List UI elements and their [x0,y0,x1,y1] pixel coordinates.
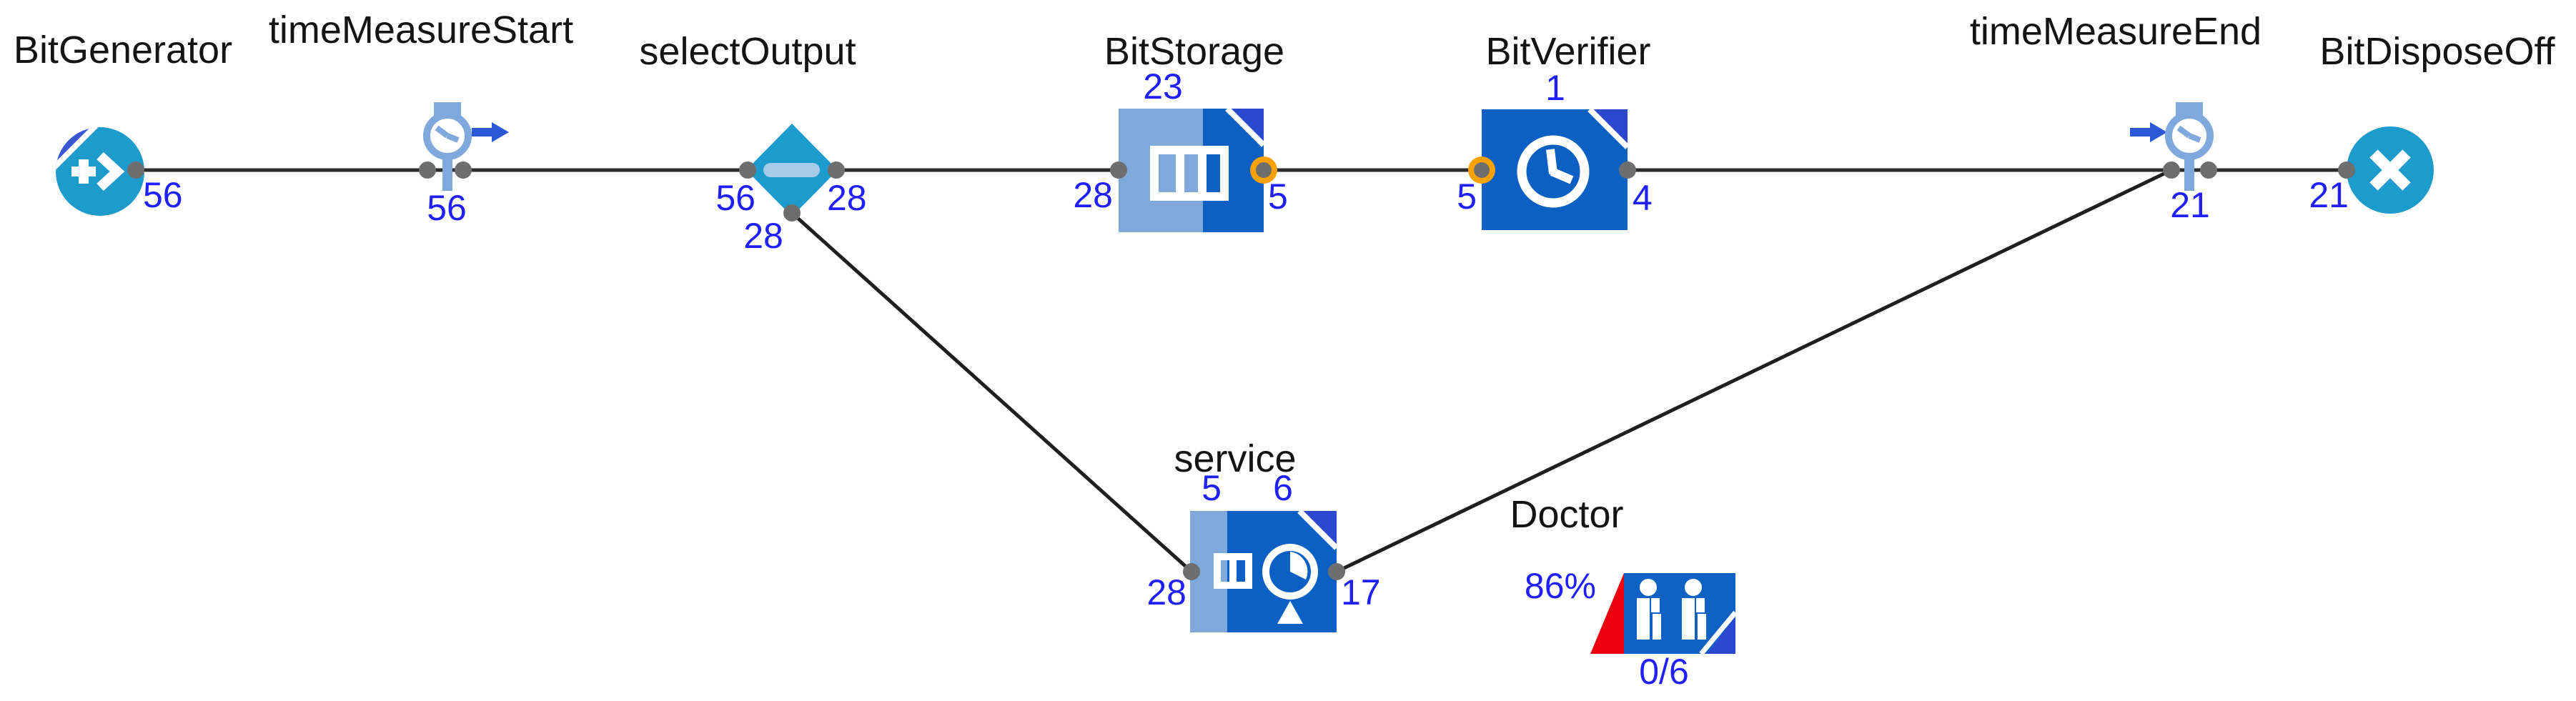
label-bitgenerator: BitGenerator [13,29,233,71]
clock-face [1517,135,1590,208]
count-service-in: 28 [1146,572,1187,612]
label-selectoutput: selectOutput [639,30,856,73]
queue-glyph [1150,146,1229,201]
count-timemeasureend: 21 [2170,185,2210,225]
connector-selectoutput-service [791,212,1193,573]
stopwatch-arrow-out-icon [423,102,509,191]
block-service[interactable] [1190,511,1337,632]
label-bitdisposeoff: BitDisposeOff [2319,30,2555,73]
label-timemeasurestart: timeMeasureStart [268,9,574,51]
person-icon [1682,579,1706,640]
connector-service-timemeasureend [1335,168,2173,574]
corner-divider [1297,511,1337,550]
stopwatch-button [2176,102,2203,116]
block-bitstorage[interactable] [1119,109,1264,232]
count-bitverifier-inside: 1 [1545,68,1565,108]
count-service-inside: 6 [1273,468,1293,508]
corner-badge [1707,617,1735,654]
label-doctor: Doctor [1510,493,1624,536]
service-clock-face [1262,544,1318,600]
arrow-right-icon [96,151,125,192]
delay-clock-icon [1482,109,1628,230]
count-service-out: 17 [1341,572,1381,612]
sink-x-icon [2347,126,2434,214]
count-timemeasurestart: 56 [427,188,467,228]
utilization-wedge [1590,573,1624,654]
label-bitverifier: BitVerifier [1485,30,1651,73]
count-selectoutput-out-right: 28 [827,178,867,218]
count-bitdisposeoff-in: 21 [2309,175,2349,215]
count-bitverifier-in: 5 [1457,177,1477,217]
block-bitgenerator[interactable] [56,127,144,216]
stopwatch-arrow-in-icon [2130,102,2214,191]
count-bitstorage-queued: 23 [1143,66,1183,106]
block-timemeasurestart[interactable] [400,93,515,200]
service-queue-clock-icon [1190,511,1337,632]
stat-doctor-utilization: 86% [1524,566,1596,606]
stat-doctor-busy-of-total: 0/6 [1639,652,1689,692]
source-circle [56,127,144,216]
count-selectoutput-out-bottom: 28 [743,216,783,256]
resource-pool-people-icon [1590,573,1735,654]
block-timemeasureend[interactable] [2109,93,2223,200]
block-selectoutput[interactable] [746,124,838,217]
count-selectoutput-in: 56 [715,178,756,218]
diamond-bar [763,163,820,177]
count-bitverifier-out: 4 [1633,178,1653,218]
stopwatch-hand [435,125,450,139]
flow-arrowhead [2150,122,2167,142]
stopwatch-button [434,102,461,116]
stopwatch-hand [2176,125,2191,139]
queue-storage-icon [1119,109,1264,232]
badge-divider [56,127,99,171]
service-clock-hands [1290,552,1308,580]
queue-fill-light [1119,109,1203,232]
count-bitstorage-in: 28 [1073,175,1113,215]
stopwatch-hand [2188,133,2201,143]
corner-divider [1699,610,1735,654]
corner-divider [1587,109,1628,149]
block-doctor[interactable] [1588,570,1735,654]
label-timemeasureend: timeMeasureEnd [1969,10,2262,53]
clock-hand [1550,167,1574,184]
block-bitverifier[interactable] [1482,109,1628,230]
service-clock-stand [1277,601,1303,624]
count-bitgenerator-out: 56 [143,175,183,215]
diamond-select-icon [746,124,838,217]
count-bitstorage-out: 5 [1268,177,1288,217]
flow-arrowhead [492,122,509,142]
stopwatch-stem [442,153,452,191]
stopwatch-stem [2184,153,2194,191]
stopwatch-hand [446,133,460,143]
person-icon [1637,579,1661,640]
count-service-queued: 5 [1202,468,1222,508]
service-fill-light [1190,511,1227,632]
label-bitstorage: BitStorage [1104,30,1285,73]
source-plus-arrow-icon [56,127,144,216]
block-bitdisposeoff[interactable] [2347,126,2434,214]
corner-divider [1225,109,1264,147]
label-service: service [1174,437,1297,480]
